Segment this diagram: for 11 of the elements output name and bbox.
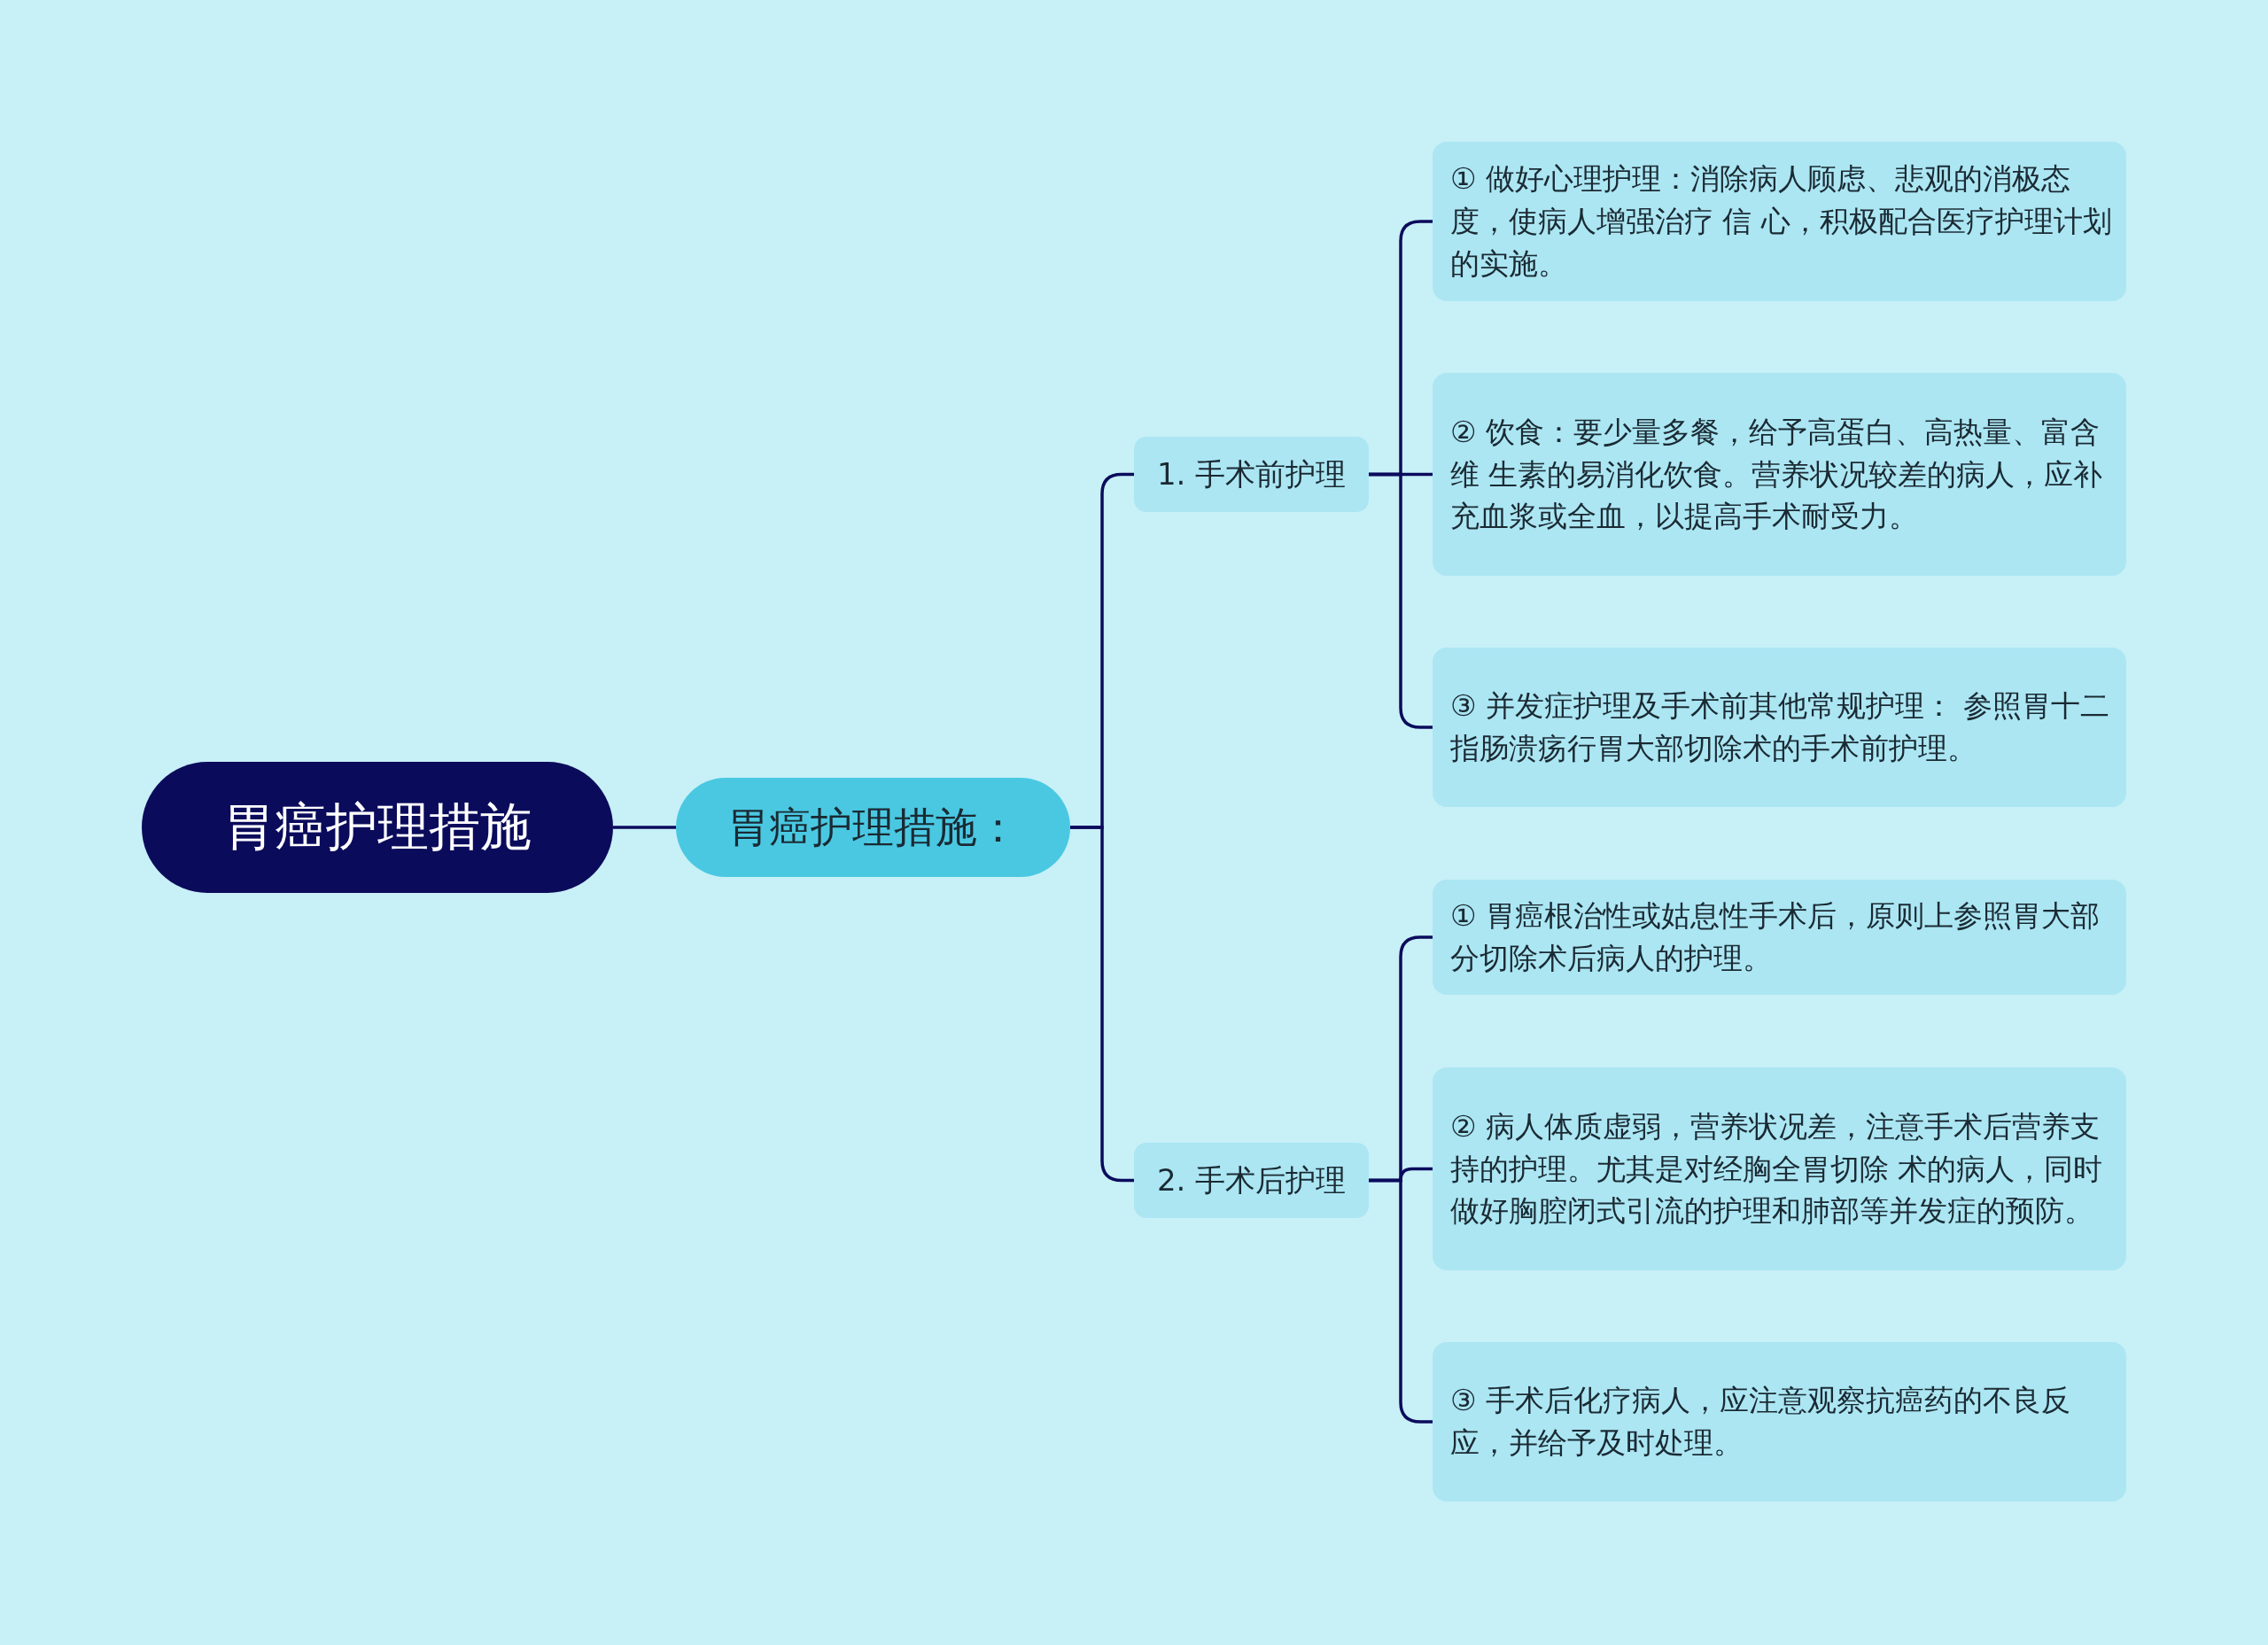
text-box: ③ 并发症护理及手术前其他常规护理： 参照胃十二指肠溃疡行胃大部切除术的手术前护理。: [1433, 648, 2126, 807]
subtopic-box: 1. 手术前护理: [1134, 437, 1369, 512]
root-topic-box: 胃癌护理措施: [142, 762, 613, 893]
connector-line: [613, 826, 676, 829]
text-box: ③ 手术后化疗病人，应注意观察抗癌药的不良反应，并给予及时处理。: [1433, 1342, 2126, 1501]
text-box: ① 做好心理护理：消除病人顾虑、悲观的消极态度，使病人增强治疗 信 心，积极配合医疗护理计划的实施。: [1433, 142, 2126, 301]
text-box: ② 饮食：要少量多餐，给予高蛋白、高热量、富含维 生素的易消化饮食。营养状况较差的病人，应补充血浆或全血，以提高手术耐受力。: [1433, 373, 2126, 576]
subtopic-box: 2. 手术后护理: [1134, 1143, 1369, 1218]
text-box: ① 胃癌根治性或姑息性手术后，原则上参照胃大部分切除术后病人的护理。: [1433, 880, 2126, 995]
text-box: ② 病人体质虚弱，营养状况差，注意手术后营养支持的护理。尤其是对经胸全胃切除 术的病人，同时做好胸腔闭式引流的护理和肺部等并发症的预防。: [1433, 1067, 2126, 1270]
topic-box: 胃癌护理措施：: [676, 778, 1070, 877]
